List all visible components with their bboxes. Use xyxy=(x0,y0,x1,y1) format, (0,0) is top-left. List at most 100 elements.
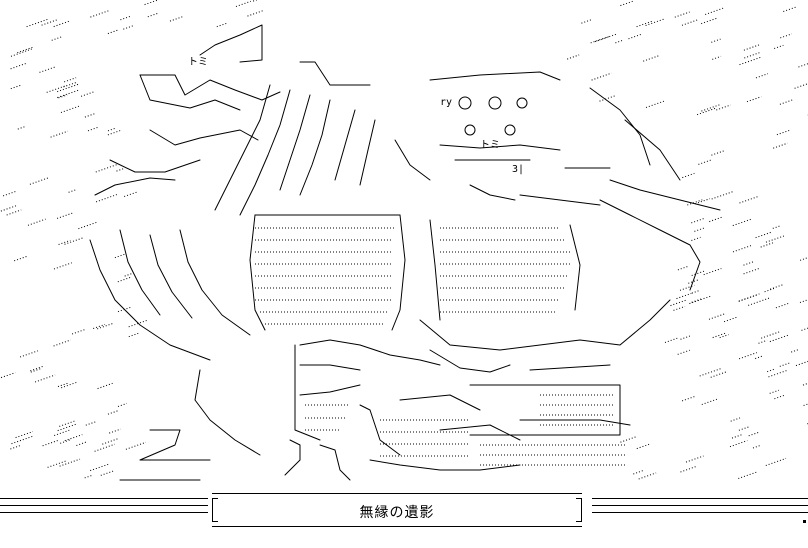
speed-line-mark xyxy=(638,472,657,480)
speed-line-mark xyxy=(739,195,759,204)
speed-line-mark xyxy=(11,435,34,445)
speed-line-mark xyxy=(681,395,697,402)
speed-line-mark xyxy=(39,66,57,73)
speed-line-mark xyxy=(581,19,592,24)
speed-line-mark xyxy=(100,470,115,476)
speed-line-mark xyxy=(643,55,660,62)
speed-line-mark xyxy=(56,212,73,219)
speed-line-mark xyxy=(743,44,760,51)
speed-line-mark xyxy=(673,305,686,311)
speed-line-mark xyxy=(765,235,785,243)
rule-left-bot xyxy=(0,512,208,513)
speed-line-mark xyxy=(10,62,27,70)
speed-line-mark xyxy=(64,434,83,442)
speed-line-mark xyxy=(85,420,98,426)
speed-line-mark xyxy=(114,253,127,259)
speed-line-mark xyxy=(235,0,251,7)
speed-line-mark xyxy=(109,428,121,434)
speed-line-mark xyxy=(712,55,722,60)
speed-line-mark xyxy=(30,366,43,372)
rule-right-mid xyxy=(592,505,808,506)
speed-line-mark xyxy=(801,327,808,331)
ascii-art-illustration: トミ トミ ry 3| xyxy=(0,0,808,481)
speed-line-mark xyxy=(645,100,666,108)
speed-line-mark xyxy=(716,104,731,111)
speed-line-mark xyxy=(783,6,798,12)
speed-line-mark xyxy=(670,299,686,307)
speed-line-mark xyxy=(27,218,46,226)
speed-line-mark xyxy=(19,350,39,358)
speed-line-mark xyxy=(732,244,753,253)
speed-line-mark xyxy=(80,91,95,97)
speed-line-mark xyxy=(57,423,76,432)
speed-line-mark xyxy=(117,402,127,407)
speed-line-mark xyxy=(723,316,738,323)
speed-line-mark xyxy=(247,10,263,17)
speed-line-mark xyxy=(124,272,134,277)
tag-3bar: 3| xyxy=(512,164,524,175)
speed-line-mark xyxy=(711,38,721,43)
speed-line-mark xyxy=(0,204,18,212)
speed-line-mark xyxy=(738,294,759,302)
speed-line-mark xyxy=(128,332,140,338)
speed-line-mark xyxy=(760,242,774,248)
speed-line-mark xyxy=(102,438,119,445)
speed-line-mark xyxy=(803,403,808,406)
speed-line-mark xyxy=(691,236,701,241)
speed-line-mark xyxy=(772,225,782,229)
speed-line-mark xyxy=(701,398,718,405)
speed-line-mark xyxy=(107,127,117,132)
speed-line-mark xyxy=(78,221,98,230)
speed-line-mark xyxy=(147,12,159,18)
speed-line-mark xyxy=(682,172,695,179)
speed-line-mark xyxy=(54,429,71,436)
speed-line-mark xyxy=(47,460,66,468)
speed-line-mark xyxy=(691,270,706,276)
speed-line-mark xyxy=(712,332,727,339)
speed-line-mark xyxy=(677,265,689,271)
speed-line-mark xyxy=(51,36,63,41)
speed-line-mark xyxy=(46,84,68,93)
speed-line-mark xyxy=(755,73,769,79)
speed-line-mark xyxy=(743,260,755,266)
speed-line-mark xyxy=(620,0,634,7)
speed-line-mark xyxy=(30,368,41,373)
speed-line-mark xyxy=(764,288,775,293)
speed-line-mark xyxy=(679,284,695,291)
speed-line-mark xyxy=(594,33,617,43)
tag-tomi-1: トミ xyxy=(188,57,208,68)
speed-line-mark xyxy=(95,164,118,173)
tag-ry: ry xyxy=(440,97,452,108)
speed-line-mark xyxy=(26,18,49,28)
speed-line-mark xyxy=(729,440,748,448)
speed-line-mark xyxy=(645,18,665,26)
speed-line-mark xyxy=(680,335,691,340)
speed-line-mark xyxy=(59,420,76,427)
speed-line-mark xyxy=(57,83,79,93)
speed-line-mark xyxy=(58,94,68,99)
speed-line-mark xyxy=(53,262,72,270)
speed-line-mark xyxy=(794,83,808,89)
speed-line-mark xyxy=(709,216,723,223)
speed-line-mark xyxy=(769,284,784,290)
speed-line-mark xyxy=(746,96,762,103)
speed-line-mark xyxy=(698,159,712,165)
tag-tomi-2: トミ xyxy=(480,140,500,151)
speed-line-mark xyxy=(0,372,16,379)
speed-line-mark xyxy=(779,362,791,367)
speed-line-mark xyxy=(705,7,724,15)
speed-line-mark xyxy=(769,334,789,343)
speed-line-mark xyxy=(64,236,85,245)
speed-line-mark xyxy=(17,46,34,54)
speed-line-mark xyxy=(765,457,787,466)
speed-line-mark xyxy=(799,299,808,303)
speed-line-mark xyxy=(6,209,22,216)
speed-line-mark xyxy=(61,381,78,389)
speed-line-mark xyxy=(710,370,728,378)
speed-line-mark xyxy=(681,18,699,26)
speed-line-mark xyxy=(64,77,77,83)
speed-line-mark xyxy=(68,188,78,193)
speed-line-mark xyxy=(93,323,106,329)
speed-line-mark xyxy=(10,84,22,90)
caption-title: 無縁の遺影 xyxy=(359,505,435,521)
